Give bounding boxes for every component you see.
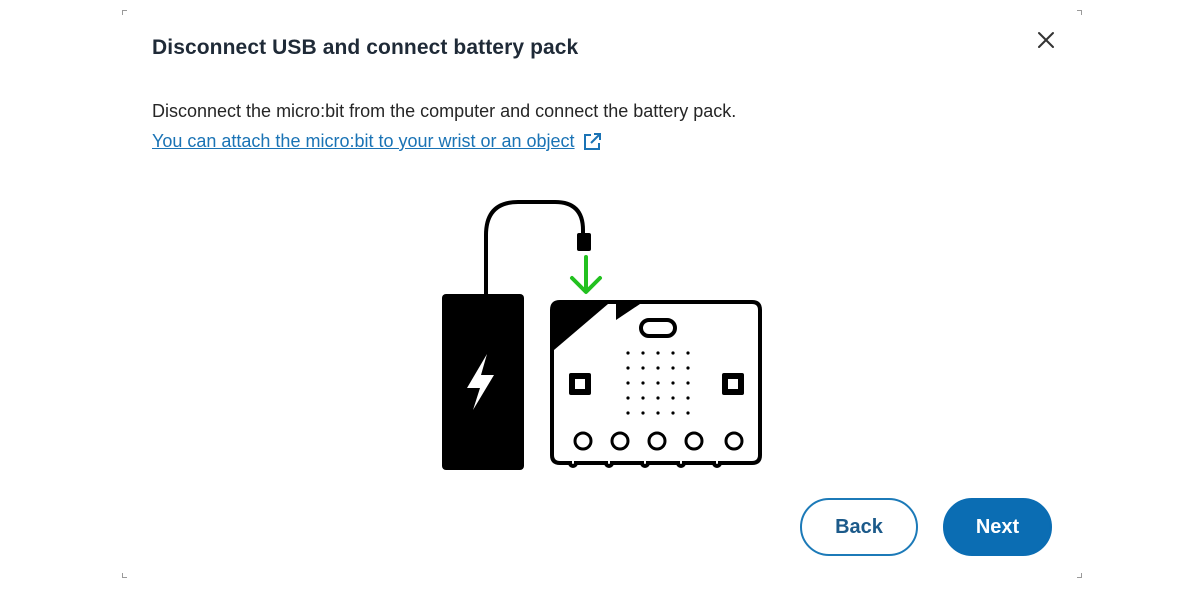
corner-mark xyxy=(1077,573,1082,578)
attach-help-link-label: You can attach the micro:bit to your wri… xyxy=(152,131,575,151)
lightning-bolt-icon xyxy=(467,354,494,410)
corner-mark xyxy=(122,10,127,15)
usb-cable xyxy=(484,200,585,300)
usb-plug xyxy=(577,233,591,251)
attach-help-link[interactable]: You can attach the micro:bit to your wri… xyxy=(152,131,602,152)
next-button[interactable]: Next xyxy=(943,498,1052,556)
dialog: Disconnect USB and connect battery pack … xyxy=(122,10,1082,578)
corner-mark xyxy=(1077,10,1082,15)
microbit-board xyxy=(550,300,762,468)
instruction-text: Disconnect the micro:bit from the comput… xyxy=(152,101,737,121)
close-icon xyxy=(1038,32,1054,48)
back-button[interactable]: Back xyxy=(800,498,918,556)
dialog-title: Disconnect USB and connect battery pack xyxy=(152,36,579,59)
edge-pins xyxy=(573,431,744,451)
led-matrix xyxy=(626,351,690,415)
close-button[interactable] xyxy=(1034,28,1058,52)
battery-pack-and-microbit-illustration xyxy=(442,200,762,470)
corner-mark xyxy=(122,573,127,578)
arrow-down-icon xyxy=(570,255,602,294)
external-link-icon xyxy=(583,132,601,150)
